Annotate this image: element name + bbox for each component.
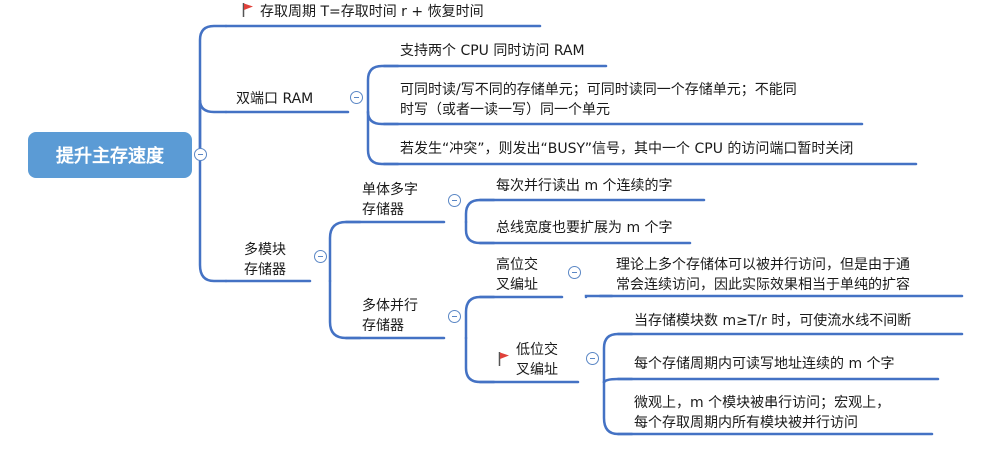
- link-root-multimodule: [198, 153, 228, 283]
- link-parallel-low: [464, 336, 496, 384]
- collapse-toggle-single[interactable]: [448, 194, 461, 207]
- link-dualport-c2: [366, 110, 400, 126]
- node-high-c1[interactable]: 理论上多个存储体可以被并行访问，但是由于通 常会连续访问，因此实际效果相当于单纯…: [616, 257, 910, 293]
- node-single-c1[interactable]: 每次并行读出 m 个连续的字: [496, 178, 673, 194]
- link-single-c2: [464, 220, 496, 245]
- red-flag-icon: [498, 352, 509, 366]
- node-access-cycle[interactable]: 存取周期 T=存取时间 r + 恢复时间: [260, 4, 484, 20]
- root-label: 提升主存速度: [56, 146, 164, 167]
- root-node[interactable]: 提升主存速度: [28, 132, 192, 178]
- red-flag-icon: [242, 3, 253, 17]
- node-high-interleave[interactable]: 高位交 叉编址: [496, 257, 538, 293]
- link-dualport-c3: [366, 110, 400, 166]
- node-single-c2[interactable]: 总线宽度也要扩展为 m 个字: [496, 220, 673, 236]
- collapse-toggle-parallel[interactable]: [448, 310, 461, 323]
- node-dual-port-c2[interactable]: 可同时读/写不同的存储单元；可同时读同一个存储单元；不能同 时写（或者一读一写）…: [400, 82, 797, 118]
- node-dual-port-c1[interactable]: 支持两个 CPU 同时访问 RAM: [400, 43, 585, 59]
- link-low-c3: [602, 380, 634, 436]
- link-multi-parallel: [328, 279, 362, 340]
- node-low-c3[interactable]: 微观上，m 个模块被串行访问；宏观上， 每个存取周期内所有模块被并行访问: [634, 395, 891, 431]
- node-multi-module-memory[interactable]: 多模块 存储器: [244, 242, 286, 278]
- link-root-dualport: [198, 99, 228, 157]
- collapse-toggle-high[interactable]: [568, 266, 581, 279]
- node-low-c2[interactable]: 每个存储周期内可读写地址连续的 m 个字: [634, 356, 895, 372]
- collapse-toggle-root[interactable]: [194, 148, 207, 161]
- collapse-toggle-dual-port[interactable]: [350, 91, 363, 104]
- collapse-toggle-multi-module[interactable]: [314, 250, 327, 263]
- link-single-c1: [464, 198, 496, 224]
- collapse-toggle-low[interactable]: [586, 352, 599, 365]
- link-low-c1: [602, 332, 634, 384]
- link-parallel-high: [464, 295, 496, 340]
- node-single-multiword[interactable]: 单体多字 存储器: [362, 182, 418, 218]
- node-dual-port-c3[interactable]: 若发生“冲突”，则发出“BUSY”信号，其中一个 CPU 的访问端口暂时关闭: [400, 141, 854, 157]
- link-dualport-c1: [366, 64, 400, 114]
- node-dual-port-ram[interactable]: 双端口 RAM: [236, 91, 314, 107]
- link-multi-single: [328, 220, 362, 283]
- link-root-cycle: [198, 24, 228, 157]
- node-low-c1[interactable]: 当存储模块数 m≥T/r 时，可使流水线不间断: [634, 313, 912, 329]
- node-multi-parallel[interactable]: 多体并行 存储器: [362, 298, 418, 334]
- node-low-interleave[interactable]: 低位交 叉编址: [516, 342, 558, 378]
